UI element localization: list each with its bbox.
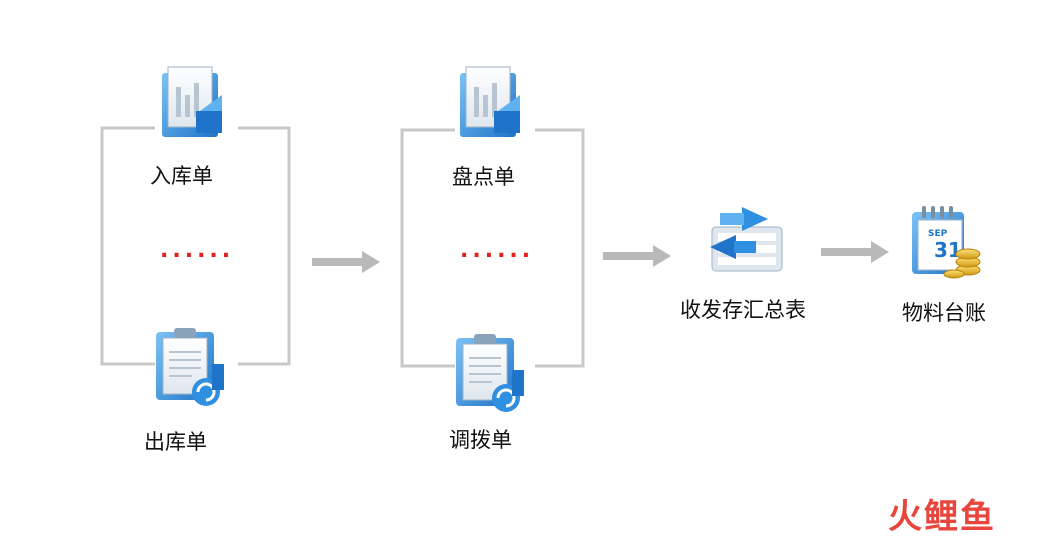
inbound-order-label: 入库单 (150, 164, 213, 188)
clipboard-icon (456, 334, 524, 412)
middle-group-bracket (400, 128, 585, 368)
arrow-3 (821, 241, 889, 263)
ledger-label: 物料台账 (902, 301, 986, 325)
arrow-2 (603, 245, 671, 267)
clipboard-icon (156, 328, 224, 406)
inventory-count-label: 盘点单 (452, 165, 515, 189)
summary-table-icon (710, 207, 783, 272)
ellipsis-dots: ...... (460, 238, 535, 263)
ellipsis-dots: ...... (160, 238, 235, 263)
summary-table-label: 收发存汇总表 (680, 298, 806, 322)
calendar-icon: SEP 31 (912, 206, 981, 279)
outbound-order-label: 出库单 (144, 430, 207, 454)
arrow-1 (312, 251, 380, 273)
svg-text:SEP: SEP (928, 229, 948, 239)
report-icon (162, 66, 222, 137)
report-icon (460, 66, 520, 137)
left-group-bracket (100, 126, 291, 366)
transfer-order-label: 调拨单 (449, 428, 512, 452)
watermark: 火鲤鱼 (888, 497, 996, 537)
svg-text:31: 31 (934, 238, 962, 262)
